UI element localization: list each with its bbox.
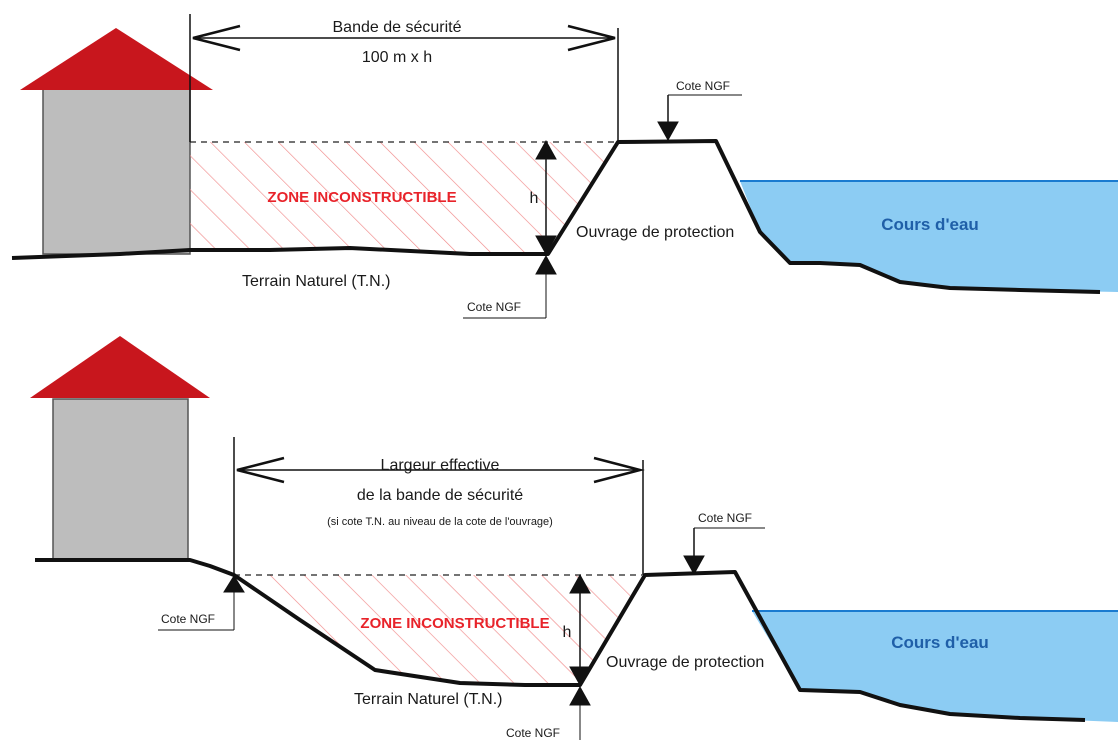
house-icon xyxy=(30,336,210,560)
inconstructible-zone xyxy=(234,575,642,685)
terrain-label: Terrain Naturel (T.N.) xyxy=(242,273,390,290)
cote-ngf-left-label: Cote NGF xyxy=(161,612,215,626)
house-roof xyxy=(30,336,210,398)
water-label: Cours d'eau xyxy=(891,633,989,652)
band-label-line2: de la bande de sécurité xyxy=(357,487,523,504)
height-arrow xyxy=(569,573,591,687)
band-dimension-arrow xyxy=(189,14,619,142)
cote-ngf-bottom-marker xyxy=(463,254,557,319)
cote-ngf-top-marker xyxy=(657,94,742,142)
band-dimension-arrow xyxy=(233,437,645,575)
structure-label: Ouvrage de protection xyxy=(576,224,734,241)
cote-ngf-top-label: Cote NGF xyxy=(676,79,730,93)
height-label: h xyxy=(530,190,539,207)
house-icon xyxy=(20,28,213,255)
house-roof xyxy=(20,28,213,90)
band-label-line1: Largeur effective xyxy=(381,457,500,474)
house-wall xyxy=(52,398,189,560)
band-label-line3: (si cote T.N. au niveau de la cote de l'… xyxy=(327,516,553,528)
structure-label: Ouvrage de protection xyxy=(606,654,764,671)
zone-label: ZONE INCONSTRUCTIBLE xyxy=(360,615,549,632)
water-label: Cours d'eau xyxy=(881,215,979,234)
cote-ngf-left-marker xyxy=(158,575,245,631)
water-body xyxy=(752,611,1118,722)
cote-ngf-top-marker xyxy=(683,527,765,576)
inconstructible-zone xyxy=(190,142,616,254)
bottom-diagram: Largeur effective de la bande de sécurit… xyxy=(30,336,1118,740)
cote-ngf-bottom-label: Cote NGF xyxy=(506,726,560,740)
terrain-label: Terrain Naturel (T.N.) xyxy=(354,691,502,708)
water-body xyxy=(740,181,1118,292)
band-label-line2: 100 m x h xyxy=(362,49,432,66)
ground-profile xyxy=(11,139,1101,294)
cote-ngf-bottom-marker xyxy=(569,685,591,740)
band-label-line1: Bande de sécurité xyxy=(333,19,462,36)
height-arrow xyxy=(535,139,557,256)
zone-label: ZONE INCONSTRUCTIBLE xyxy=(267,189,456,206)
top-diagram: Bande de sécurité 100 m x h h ZONE INCON… xyxy=(11,14,1118,319)
height-label: h xyxy=(563,624,572,641)
cote-ngf-top-label: Cote NGF xyxy=(698,511,752,525)
house-wall xyxy=(42,87,191,255)
cote-ngf-bottom-label: Cote NGF xyxy=(467,300,521,314)
